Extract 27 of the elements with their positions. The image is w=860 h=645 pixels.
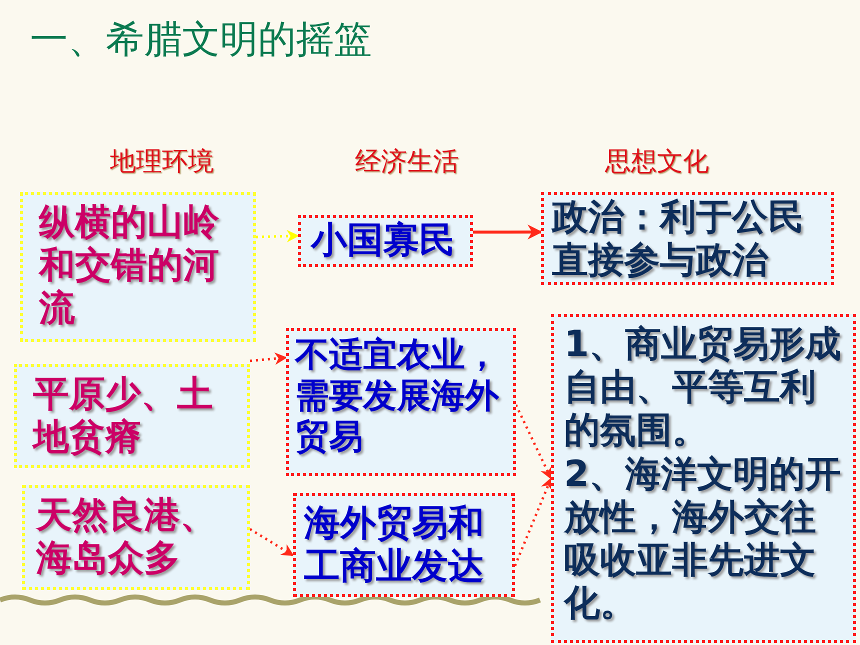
- arrow: [514, 404, 552, 480]
- box-text: 小国寡民: [311, 219, 456, 262]
- arrow: [256, 230, 300, 242]
- text-box: [286, 328, 516, 476]
- arrow: [514, 477, 552, 566]
- arrow: [250, 352, 288, 365]
- arrow: [249, 528, 294, 556]
- box-text: 2、海洋文明的开放性，海外交往吸收亚非先进文化。: [564, 452, 842, 626]
- column-heading: 经济生活: [355, 146, 459, 179]
- box-text: 纵横的山岭和交错的河流: [39, 201, 220, 331]
- text-box: [298, 215, 473, 267]
- text-box: [14, 364, 250, 468]
- slide-title: 一、希腊文明的摇篮: [30, 16, 372, 63]
- box-text: 海外贸易和工商业发达: [304, 502, 485, 588]
- text-box: [551, 314, 856, 643]
- column-heading: 地理环境: [110, 146, 214, 179]
- box-text: 平原少、土地贫瘠: [33, 373, 214, 460]
- text-box: [293, 493, 515, 597]
- box-text: 1、商业贸易形成自由、平等互利的氛围。: [564, 323, 842, 453]
- arrow: [473, 224, 542, 240]
- text-box: [22, 485, 250, 590]
- text-box: [20, 192, 256, 342]
- text-box: [541, 192, 834, 285]
- box-text: 天然良港、海岛众多: [36, 494, 217, 580]
- box-text: 政治：利于公民直接参与政治: [552, 196, 805, 282]
- box-text: 不适宜农业，需要发展海外贸易: [295, 335, 500, 458]
- column-heading: 思想文化: [605, 146, 709, 179]
